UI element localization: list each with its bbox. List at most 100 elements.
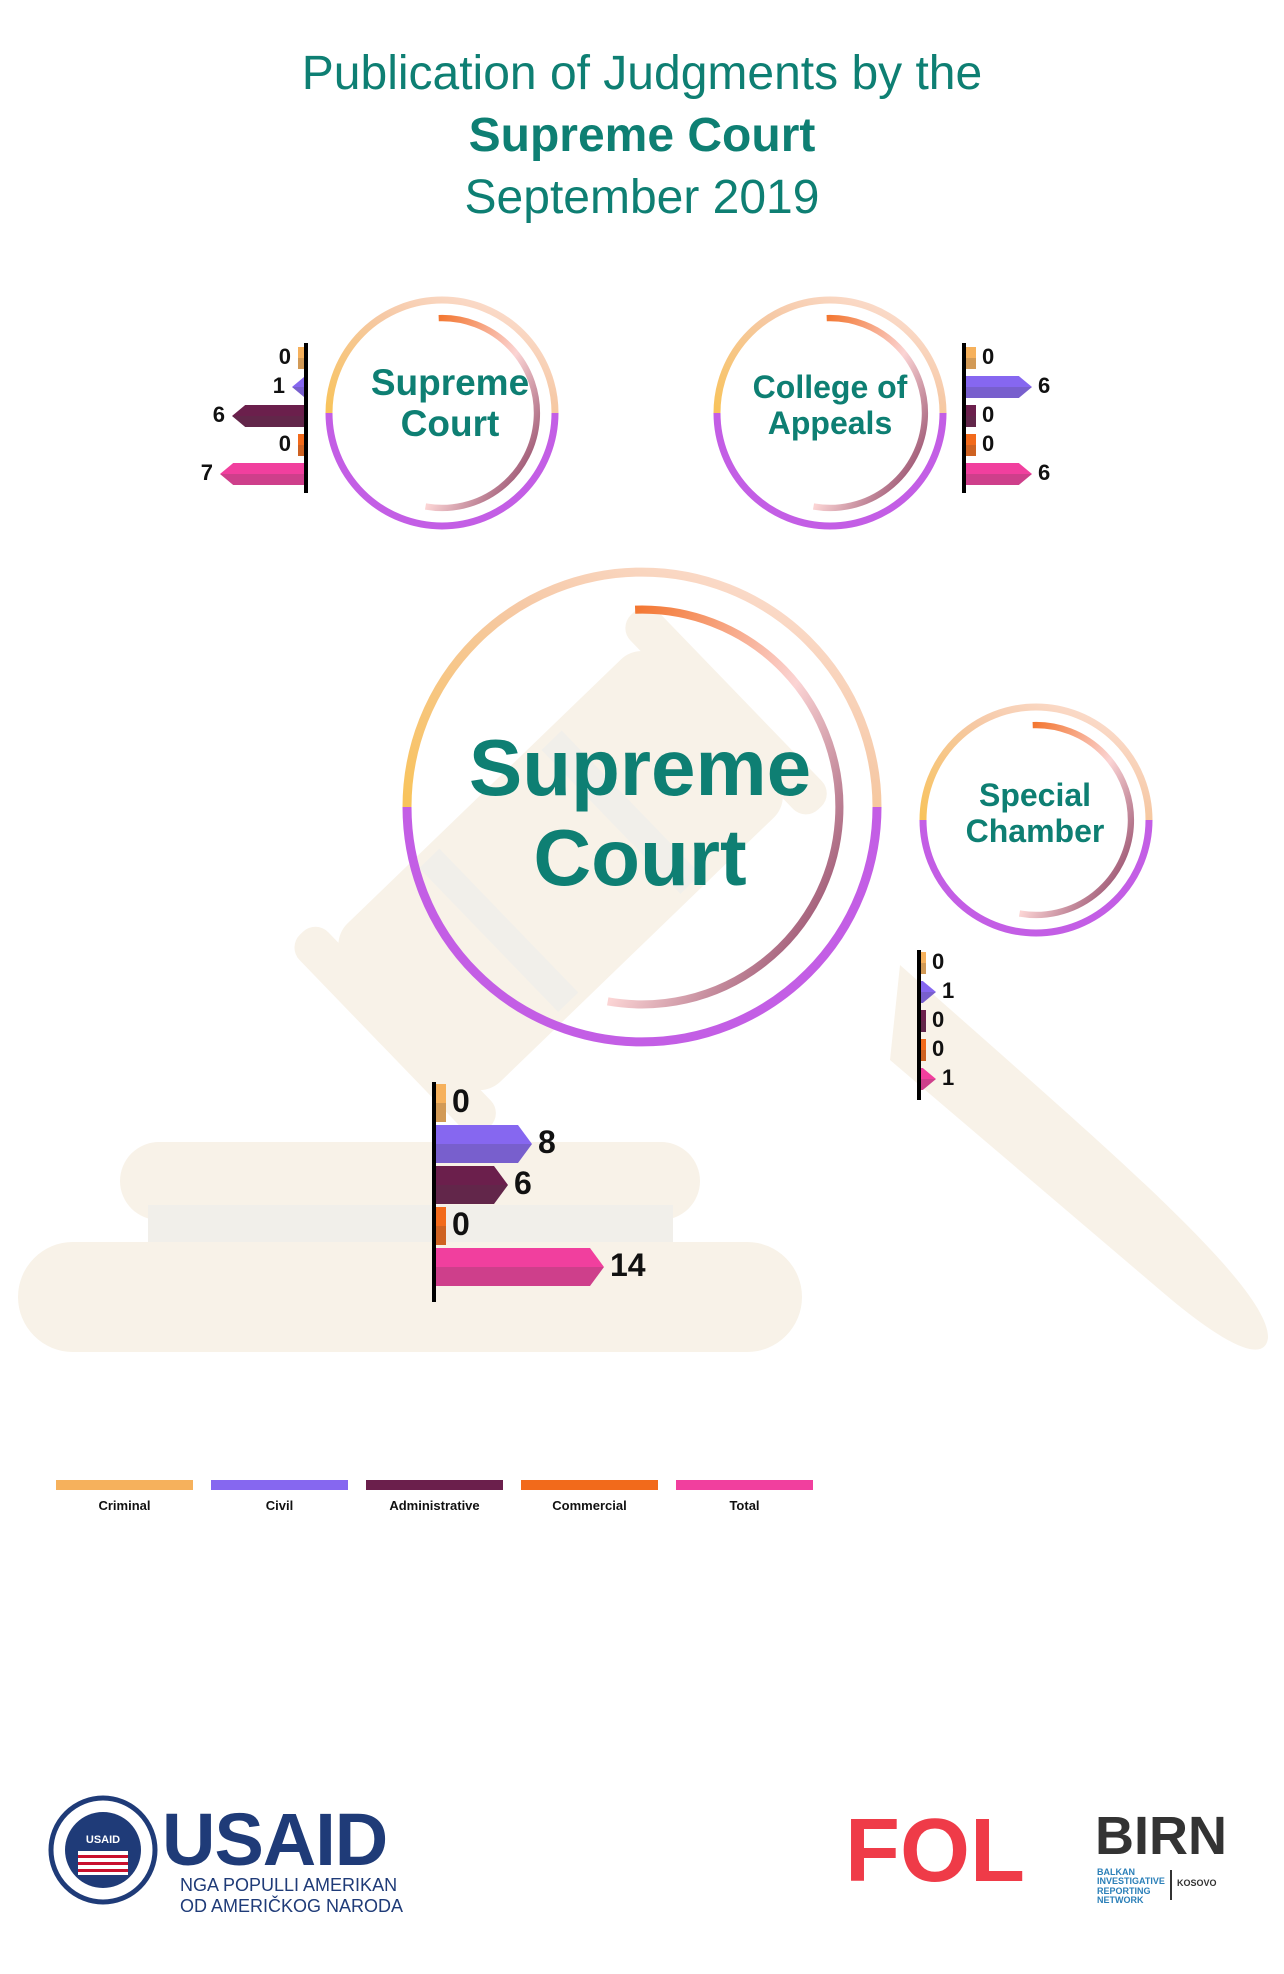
bar-commercial (921, 1039, 926, 1061)
title-line-1: Publication of Judgments by the (301, 47, 983, 100)
ring-special-outer-bottom (919, 819, 1153, 937)
legend-swatch-total (676, 1480, 813, 1490)
legend-label-administrative: Administrative (389, 1498, 480, 1513)
usaid-tagline-line: NGA POPULLI AMERIKAN (180, 1875, 398, 1895)
ring-supreme-main-inner (607, 605, 844, 1009)
ring-college-inner (812, 314, 929, 512)
bar-value-label: 6 (212, 402, 226, 428)
gavel-band-2 (541, 730, 701, 894)
birn-sub-line: BALKAN (1097, 1867, 1135, 1877)
birn-divider (1170, 1870, 1172, 1900)
bar-value-label: 0 (452, 1083, 470, 1120)
bar-total (966, 463, 1032, 485)
ring-special-inner (1018, 721, 1135, 919)
bar-criminal (966, 347, 976, 369)
circle-label-college-of-appeals: College of Appeals (710, 369, 950, 442)
circle-label-supreme-small: Supreme Court (330, 362, 570, 445)
bar-value-label: 0 (982, 431, 995, 457)
circle-label-line: Court (533, 812, 747, 902)
bar-value-label: 0 (452, 1206, 470, 1243)
gavel-head (338, 651, 783, 1091)
legend-label-criminal: Criminal (98, 1498, 151, 1513)
bar-administrative (436, 1166, 508, 1204)
bar-commercial (966, 434, 976, 456)
bar-administrative (921, 1010, 926, 1032)
birn-sub-line: INVESTIGATIVE (1097, 1876, 1165, 1887)
bar-value-label: 0 (278, 344, 292, 370)
birn-kosovo: KOSOVO (1177, 1878, 1217, 1888)
bar-axis (304, 343, 308, 493)
bar-administrative (232, 405, 304, 427)
bar-total (220, 463, 304, 485)
gavel (294, 607, 827, 1134)
ring-college-outer-top (713, 296, 947, 414)
bar-value-label: 0 (982, 402, 995, 428)
gavel-band-1 (419, 848, 579, 1012)
circle-label-line: College of (752, 369, 908, 405)
usaid-seal-text: USAID (86, 1834, 120, 1846)
sound-block-top (120, 1142, 700, 1220)
birn-sub-line: REPORTING (1097, 1885, 1151, 1896)
fol-wordmark: FOL (845, 1801, 1025, 1901)
legend-label-total: Total (729, 1498, 760, 1513)
gavel-head-cap-left (294, 926, 496, 1134)
bar-value-label: 7 (200, 460, 214, 486)
bar-civil (966, 376, 1032, 398)
usaid-tagline-line: OD AMERIČKOG NARODA (180, 1895, 404, 1916)
bar-value-label: 0 (932, 1007, 945, 1033)
birn-logo: BIRN (1095, 1805, 1227, 1867)
bar-value-label: 0 (932, 949, 945, 975)
bar-value-label: 6 (514, 1165, 532, 1202)
circle-label-line: Supreme (370, 362, 530, 403)
title-line-3: September 2019 (464, 171, 820, 224)
bar-total (436, 1248, 604, 1286)
bar-value-label: 0 (278, 431, 292, 457)
ring-supreme-small-outer-top (325, 296, 559, 414)
bar-criminal (298, 347, 304, 369)
usaid-tagline: NGA POPULLI AMERIKAN OD AMERIČKOG NARODA (180, 1875, 403, 1916)
gavel-handle (890, 965, 1269, 1350)
legend-label-commercial: Commercial (552, 1498, 627, 1513)
circle-label-line: Court (400, 403, 500, 445)
usaid-name: USAID (162, 1798, 388, 1881)
circle-label-line: Supreme (468, 723, 812, 812)
bar-administrative (966, 405, 976, 427)
circle-label-line: Appeals (767, 404, 893, 441)
legend-swatch-criminal (56, 1480, 193, 1490)
title-line-2: Supreme Court (468, 109, 816, 162)
bar-value-label: 0 (932, 1036, 945, 1062)
legend-swatch-commercial (521, 1480, 658, 1490)
bar-civil (436, 1125, 532, 1163)
circle-label-supreme-main: Supreme Court (390, 723, 890, 902)
circle-label-line: Chamber (965, 812, 1105, 849)
birn-sub-line: NETWORK (1097, 1895, 1144, 1906)
birn-subtitle: BALKAN INVESTIGATIVE REPORTING NETWORK (1097, 1867, 1165, 1906)
ring-supreme-small-inner (424, 314, 541, 512)
bar-commercial (298, 434, 304, 456)
birn-wordmark: BIRN (1095, 1806, 1227, 1866)
usaid-logo: USAID (48, 1795, 158, 1910)
bar-value-label: 6 (1038, 373, 1051, 399)
bar-axis (917, 950, 921, 1100)
ring-college-outer-bottom (713, 412, 947, 530)
bar-axis (432, 1082, 436, 1302)
fol-logo: FOL (845, 1800, 1025, 1903)
bar-criminal (921, 952, 926, 974)
ring-supreme-main-outer-bottom (402, 806, 882, 1047)
legend-swatch-administrative (366, 1480, 503, 1490)
usaid-wordmark: USAID (162, 1797, 388, 1882)
legend-swatch-civil (211, 1480, 348, 1490)
bar-value-label: 0 (982, 344, 995, 370)
bar-value-label: 1 (942, 978, 955, 1004)
ring-supreme-main-outer-top (402, 567, 882, 808)
ring-special-outer-top (919, 703, 1153, 821)
bar-value-label: 14 (610, 1247, 646, 1284)
bar-commercial (436, 1207, 446, 1245)
bar-value-label: 6 (1038, 460, 1051, 486)
bar-axis (962, 343, 966, 493)
bar-value-label: 8 (538, 1124, 556, 1161)
gavel-head-cap-right (625, 607, 827, 815)
bar-value-label: 1 (942, 1065, 955, 1091)
circle-label-line: Special (978, 777, 1092, 813)
